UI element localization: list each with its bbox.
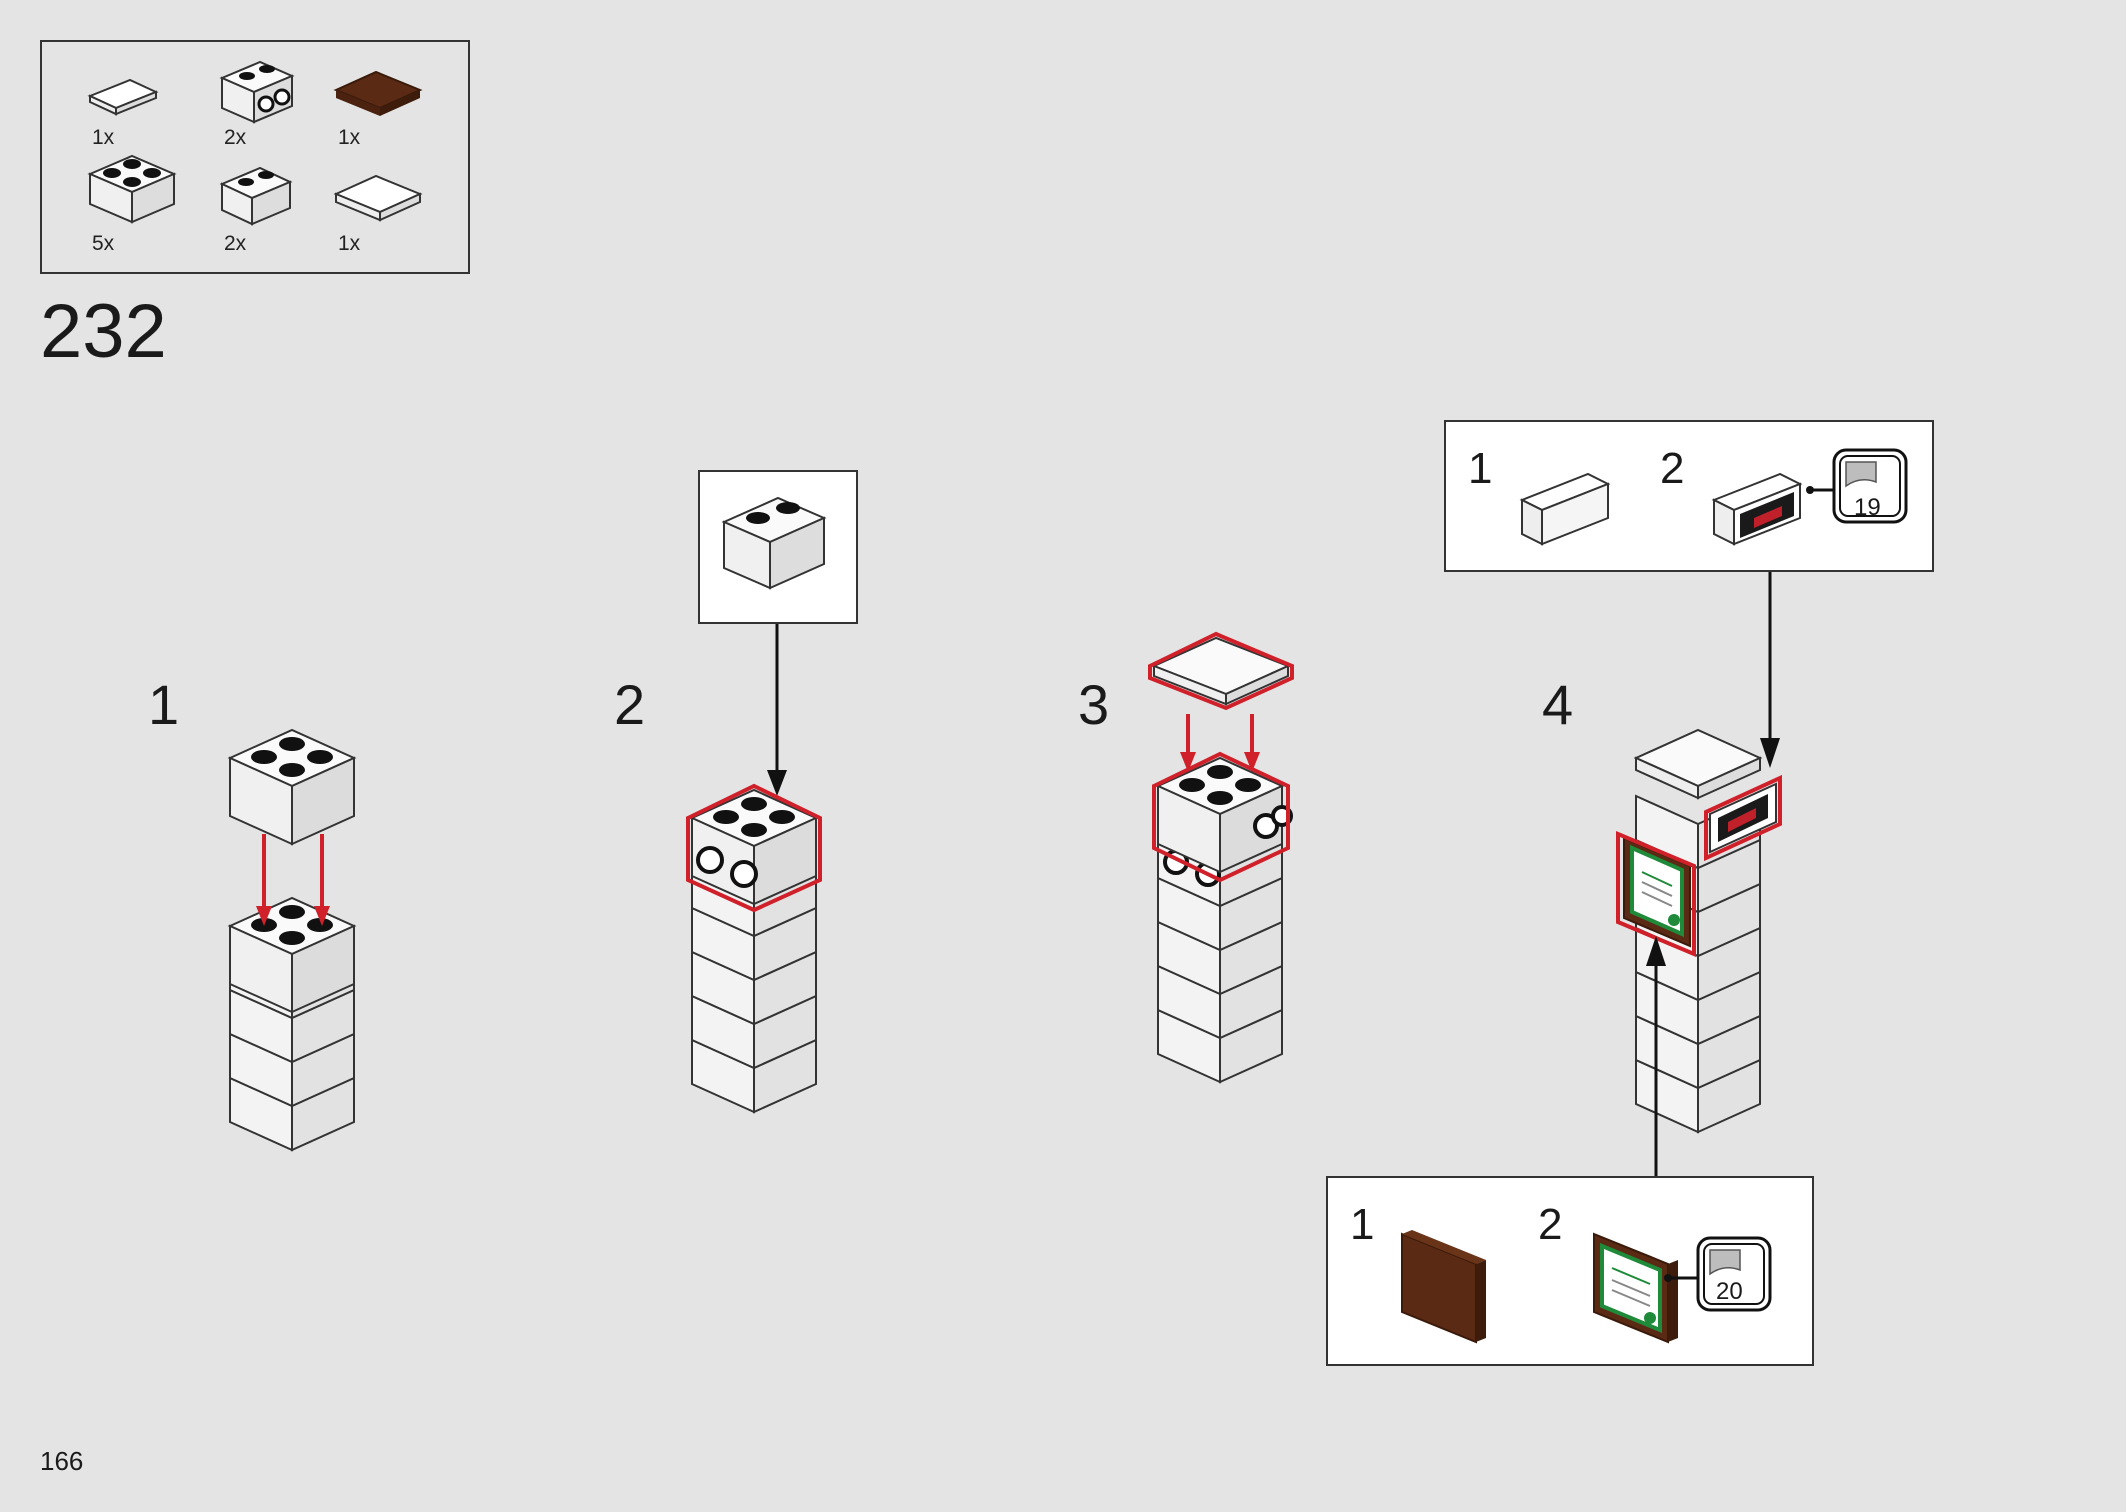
part-tile-stickered-icon (1711, 472, 1803, 546)
qty-label: 2x (224, 126, 247, 149)
part-brick-1x2-white-icon (219, 166, 293, 226)
step2-arrow (767, 624, 787, 796)
callout-step-number: 2 (1660, 444, 1685, 493)
part-tile-2x2-reddish-brown-icon (333, 70, 423, 116)
substep-number: 3 (1078, 673, 1110, 736)
part-brick-1x2-studs-side-icon (219, 60, 295, 124)
main-step-number: 232 (40, 289, 167, 374)
part-brick-2x2-white-icon (87, 154, 177, 224)
substep-number: 4 (1542, 673, 1574, 736)
qty-label: 1x (338, 126, 361, 149)
sticker-reference (1664, 1236, 1772, 1312)
sticker-reference (1806, 448, 1908, 524)
step4-bottom-arrow (1646, 936, 1666, 1176)
sticker-number: 20 (1716, 1278, 1743, 1305)
part-tile-1x2-white-icon (1519, 472, 1611, 546)
step2-part-callout (698, 470, 858, 624)
qty-label: 5x (92, 232, 115, 255)
sticker-number: 19 (1854, 494, 1881, 521)
part-tile-certificate-icon (1593, 1232, 1678, 1344)
step1-illustration (229, 729, 355, 1151)
parts-list: 1x 2x 1x 5x 2x 1x (40, 40, 470, 274)
callout-step-number: 2 (1538, 1200, 1563, 1249)
part-tile-2x2-reddish-brown-icon (1401, 1230, 1486, 1344)
step4-top-callout: 1 2 19 (1444, 420, 1934, 572)
part-tile-2x2-white-icon (333, 174, 423, 222)
step3-illustration (1148, 631, 1294, 1083)
step2-illustration (686, 783, 822, 1113)
qty-label: 1x (338, 232, 361, 255)
qty-label: 1x (92, 126, 115, 149)
substep-number: 2 (614, 673, 646, 736)
page-number: 166 (40, 1446, 84, 1476)
callout-step-number: 1 (1468, 444, 1493, 493)
step4-bottom-callout: 1 2 20 (1326, 1176, 1814, 1366)
part-tile-1x2-white-icon (87, 78, 159, 116)
part-brick-1x2-white-icon (721, 496, 827, 590)
qty-label: 2x (224, 232, 247, 255)
substep-number: 1 (148, 673, 180, 736)
step4-top-arrow (1760, 572, 1780, 768)
callout-step-number: 1 (1350, 1200, 1375, 1249)
step4-illustration (1616, 728, 1782, 1133)
